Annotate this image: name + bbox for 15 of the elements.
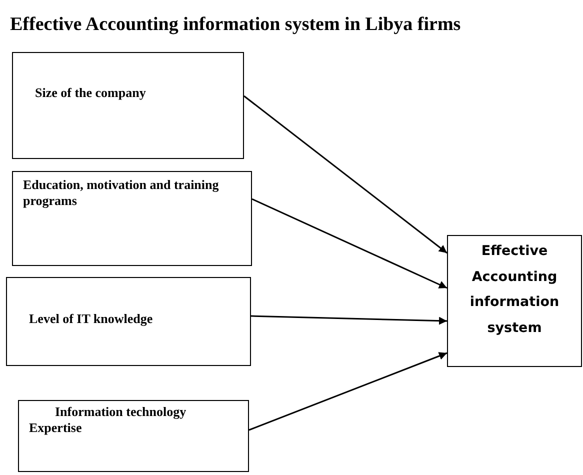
factor-box xyxy=(18,400,249,472)
factor-box xyxy=(12,52,244,159)
node-text: Effective Accounting information system xyxy=(468,242,560,338)
arrow xyxy=(252,198,448,289)
node-text: Education, motivation and training programs xyxy=(23,177,220,210)
node-text: Information technology Expertise xyxy=(29,404,188,436)
factor-box xyxy=(12,171,252,266)
arrow xyxy=(248,352,448,431)
outcome-box xyxy=(447,235,582,367)
arrow xyxy=(250,315,448,325)
node-text: Level of IT knowledge xyxy=(29,311,154,328)
factor-box xyxy=(6,277,251,366)
node-text: Size of the company xyxy=(35,85,147,102)
arrow xyxy=(244,95,448,254)
diagram-title: Effective Accounting information system in Libya firms xyxy=(10,14,461,36)
